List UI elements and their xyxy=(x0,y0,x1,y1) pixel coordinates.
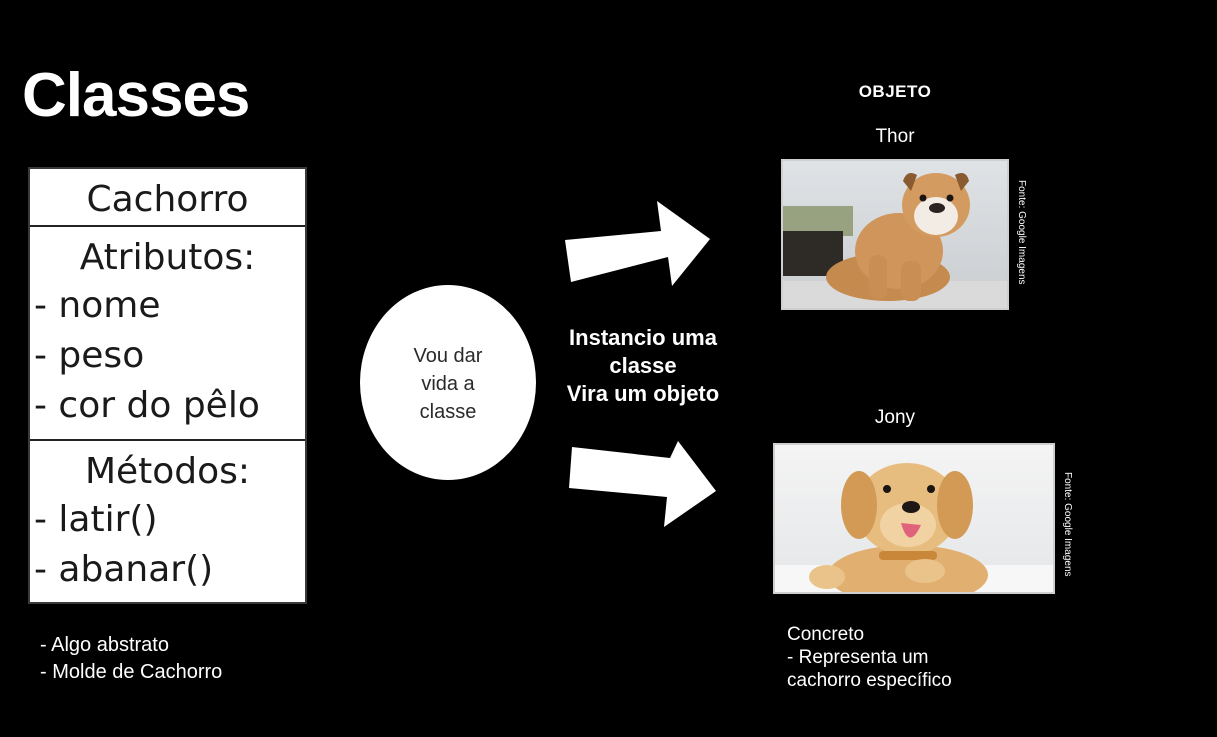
class-name-section: Cachorro xyxy=(30,169,305,227)
instantiation-caption: Instancio uma classe Vira um objeto xyxy=(540,324,746,408)
instantiate-oval xyxy=(360,285,536,480)
caption-line: Instancio uma xyxy=(569,325,717,350)
oval-text-line: vida a xyxy=(421,373,475,395)
bulldog-puppy-photo xyxy=(781,159,1009,310)
oval-text-line: Vou dar xyxy=(413,345,483,367)
object-header: OBJETO xyxy=(858,82,932,101)
attributes-section: Atributos: - nome - peso - cor do pêlo xyxy=(30,225,305,441)
attribute-item: - cor do pêlo xyxy=(34,385,260,426)
caption-line: classe xyxy=(609,353,677,378)
class-diagram-box: Cachorro Atributos: - nome - peso - cor … xyxy=(28,167,307,604)
oval-text: Vou dar vida a classe xyxy=(360,342,536,426)
method-item: - abanar() xyxy=(34,549,214,590)
arrow-to-jony xyxy=(569,441,716,527)
note-line: - Algo abstrato xyxy=(40,634,169,656)
methods-section: Métodos: - latir() - abanar() xyxy=(30,439,305,602)
attribute-item: - peso xyxy=(34,335,145,376)
caption-line: Vira um objeto xyxy=(566,381,720,406)
image-credit: Fonte: Google Imagens xyxy=(1062,472,1073,577)
note-line: cachorro específico xyxy=(787,670,952,691)
attributes-header: Atributos: xyxy=(79,237,256,278)
slide-title: Classes xyxy=(22,61,250,130)
method-item: - latir() xyxy=(34,499,158,540)
class-name: Cachorro xyxy=(86,179,249,220)
methods-header: Métodos: xyxy=(84,451,251,492)
note-line: Concreto xyxy=(787,624,865,645)
note-line: - Representa um xyxy=(787,647,929,668)
class-notes: - Algo abstrato - Molde de Cachorro xyxy=(40,632,222,686)
arrow-to-thor xyxy=(565,201,710,286)
oval-text-line: classe xyxy=(419,401,477,423)
attribute-item: - nome xyxy=(34,285,161,326)
image-credit: Fonte: Google Imagens xyxy=(1016,180,1027,285)
object-name-thor: Thor xyxy=(875,126,915,147)
note-line: - Molde de Cachorro xyxy=(40,661,223,683)
object-name-jony: Jony xyxy=(874,407,916,428)
object-notes: Concreto - Representa um cachorro especí… xyxy=(787,623,952,692)
golden-retriever-puppy-photo xyxy=(773,443,1055,594)
